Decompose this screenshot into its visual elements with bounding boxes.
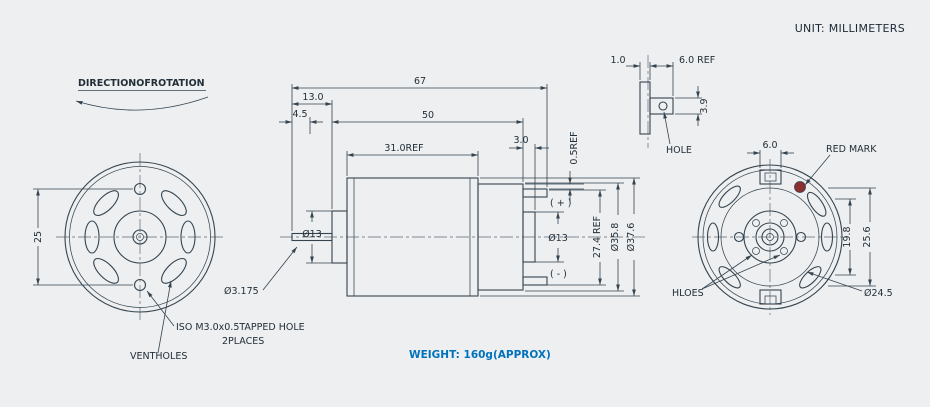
dim-6-label: 6.0 (762, 140, 777, 151)
front-bearing-circle (132, 229, 148, 245)
red-mark-leader: RED MARK (804, 144, 877, 186)
rear-small-holes (733, 219, 807, 255)
rear-ref-circle (720, 187, 820, 287)
shaft-dia-leader: Ø3.175 (224, 246, 298, 297)
detail-extension-lines (639, 62, 702, 115)
dia-13-left-label: Ø13 (302, 229, 322, 240)
weight-label: WEIGHT: 160g(APPROX) (409, 349, 551, 361)
dim-3-label: 3.0 (513, 135, 528, 146)
detail-hole-leader: HOLE (663, 111, 692, 156)
side-dim-4-5: 4.5 (279, 109, 323, 124)
rear-dia-24-5-leader: Ø24.5 (806, 271, 893, 299)
side-dim-front-boss: Ø13 (302, 211, 322, 263)
side-dim-13: 13.0 (292, 92, 332, 106)
shaft-dia-label: Ø3.175 (224, 286, 259, 297)
detail-dim-6-0: 6.0 REF (650, 55, 715, 68)
rear-view: 6.0 RED MARK 19.8 25.6 Ø24.5 (672, 140, 893, 315)
detail-dim-1-0: 1.0 (610, 55, 640, 68)
terminal-positive-label: ( + ) (550, 198, 571, 209)
rear-bearing-boss (755, 222, 785, 252)
dim-1-0-label: 1.0 (610, 55, 625, 66)
side-extension-lines (291, 84, 640, 297)
detail-dim-3-9: 3.9 (696, 86, 710, 126)
front-vent-slots (84, 190, 196, 284)
terminal-detail: 1.0 6.0 REF 3.9 HOLE (610, 55, 715, 156)
dim-6-0-ref-label: 6.0 REF (679, 55, 715, 66)
rear-extension-lines (828, 187, 876, 287)
rear-dim-25-6: 25.6 (862, 188, 873, 286)
rear-dim-19-8: 19.8 (842, 199, 853, 275)
unit-label: UNIT: MILLIMETERS (795, 22, 905, 35)
rear-terminal-bottom (759, 289, 782, 305)
dia-24-5-label: Ø24.5 (864, 288, 893, 299)
rear-shaft-end (766, 233, 774, 241)
direction-label: DIRECTIONOFROTATION (78, 78, 205, 89)
tapped-hole-top (133, 182, 147, 196)
front-hub-circle (113, 210, 167, 264)
front-view: 25 ISO M3.0x0.5TAPPED HOLE 2PLACES VENTH… (33, 153, 305, 362)
front-leaders: ISO M3.0x0.5TAPPED HOLE 2PLACES VENTHOLE… (130, 280, 305, 362)
direction-of-rotation: DIRECTIONOFROTATION (75, 78, 209, 111)
rear-dim-6: 6.0 (747, 140, 794, 168)
front-dim-25: 25 (33, 188, 133, 286)
red-mark-dot (794, 181, 806, 193)
detail-tab (649, 97, 674, 115)
terminal-negative (522, 276, 548, 286)
rear-bearing (761, 228, 779, 246)
dim-0-5-label: 0.5REF (569, 131, 580, 164)
dim-25-label: 25 (33, 231, 44, 243)
hole-label: HOLE (666, 145, 692, 156)
dim-4-5-label: 4.5 (292, 109, 307, 120)
side-dim-50: 50 (332, 110, 523, 124)
dim-13-label: 13.0 (302, 92, 323, 103)
dim-67-label: 67 (414, 76, 426, 87)
side-dim-3: 3.0 (509, 135, 549, 150)
side-dim-67: 67 (292, 76, 547, 90)
terminal-negative-label: ( - ) (550, 269, 567, 280)
dim-25-6-label: 25.6 (862, 226, 873, 247)
rear-outer-circle (697, 164, 843, 310)
rear-vent-slots (706, 185, 834, 289)
tapped-hole-label: ISO M3.0x0.5TAPPED HOLE (176, 322, 305, 333)
front-rim-circle (69, 166, 211, 308)
side-dim-31: 31.0REF (347, 143, 478, 157)
side-dim-27-4: 27.4 REF (592, 190, 603, 285)
ventholes-label: VENTHOLES (130, 351, 187, 362)
dim-27-4-label: 27.4 REF (592, 216, 603, 258)
front-outer-circle (64, 161, 216, 313)
dia-35-8-label: Ø35.8 (610, 223, 621, 252)
side-dim-35-8: Ø35.8 (610, 183, 621, 291)
rear-terminal-top (759, 169, 782, 185)
dia-13-right-label: Ø13 (548, 233, 568, 244)
side-dim-0-5: 0.5REF (568, 131, 580, 202)
front-shaft-circle (136, 233, 144, 241)
dim-19-8-label: 19.8 (842, 226, 853, 247)
red-mark-label: RED MARK (826, 144, 877, 155)
dim-50-label: 50 (422, 110, 434, 121)
rotation-arrow (75, 96, 209, 111)
rear-holes-leader: HLOES (672, 254, 781, 299)
side-dim-rear-boss: Ø13 (548, 212, 568, 262)
holes-label: HLOES (672, 288, 704, 299)
dim-31-label: 31.0REF (384, 143, 423, 154)
side-view: 67 13.0 4.5 50 31.0REF 3.0 0.5REF (224, 76, 648, 297)
rear-boss (522, 211, 536, 263)
detail-plate (639, 81, 651, 135)
detail-hole (658, 101, 668, 111)
dim-3-9-label: 3.9 (699, 98, 710, 113)
dia-37-6-label: Ø37.6 (626, 223, 637, 252)
tapped-hole-bottom (133, 278, 147, 292)
tapped-hole-places-label: 2PLACES (222, 336, 264, 347)
side-dim-37-6: Ø37.6 (626, 178, 637, 296)
